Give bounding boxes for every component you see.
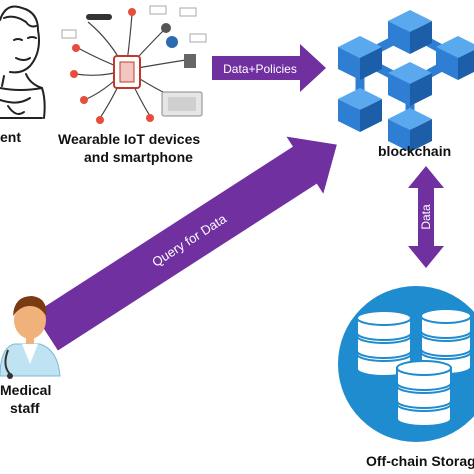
staff-label-line1: Medical [0,382,51,398]
iot-label-line1: Wearable IoT devices [58,131,200,147]
blockchain-label: blockchain [378,143,451,159]
block-cube [338,88,382,132]
staff-label-line2: staff [10,400,40,416]
storage-label: Off-chain Storag [366,453,474,469]
data-policies-label: Data+Policies [223,62,297,76]
block-cube [388,108,432,152]
offchain-storage-icon [338,286,474,442]
medical-staff-icon [0,296,61,379]
block-cube [388,62,432,106]
data-arrow: Data [408,166,444,268]
blockchain-icon [338,10,474,152]
block-cube [388,10,432,54]
patient-icon [0,5,46,119]
block-cube [338,36,382,80]
iot-devices-icon [61,5,207,124]
database-stack-icon [396,360,452,427]
patient-label: ent [0,129,21,145]
data-label: Data [419,204,433,230]
database-stack-icon [420,308,472,375]
block-cube [436,36,474,80]
iot-label-line2: and smartphone [84,149,193,165]
data-policies-arrow: Data+Policies [212,44,326,92]
